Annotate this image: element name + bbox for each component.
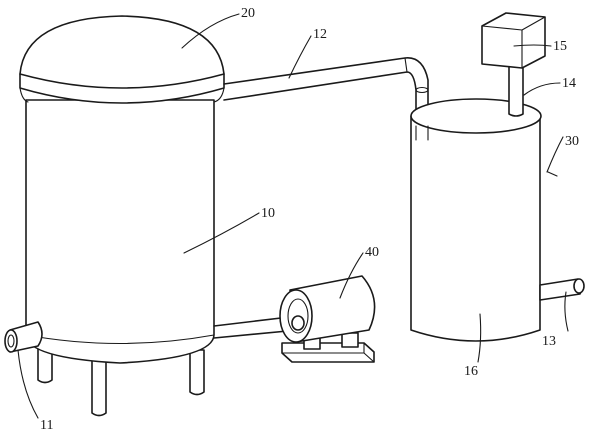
reference-labels: 20 12 15 14 30 10 40 13 16 11	[40, 6, 579, 433]
controller-box	[481, 12, 546, 69]
label-motor: 40	[365, 245, 379, 260]
label-controller-box: 15	[553, 39, 567, 54]
label-outlet-pipe: 13	[542, 334, 556, 349]
label-secondary-assembly: 30	[565, 134, 579, 149]
motor	[279, 275, 376, 363]
main-tank-lid	[19, 15, 225, 104]
secondary-tank	[410, 98, 542, 342]
riser-pipe	[508, 63, 524, 117]
drain-pipe	[4, 321, 43, 353]
main-tank-legs	[37, 344, 205, 417]
outlet-pipe	[539, 278, 585, 301]
leader-lines	[17, 13, 569, 419]
label-secondary-tank: 16	[464, 364, 478, 379]
label-connecting-pipe: 12	[313, 27, 327, 42]
label-main-tank: 10	[261, 206, 275, 221]
connecting-pipe	[223, 57, 429, 129]
label-drain-pipe: 11	[40, 418, 53, 433]
label-riser-pipe: 14	[562, 76, 576, 91]
label-lid: 20	[241, 6, 255, 21]
main-tank	[25, 99, 215, 364]
